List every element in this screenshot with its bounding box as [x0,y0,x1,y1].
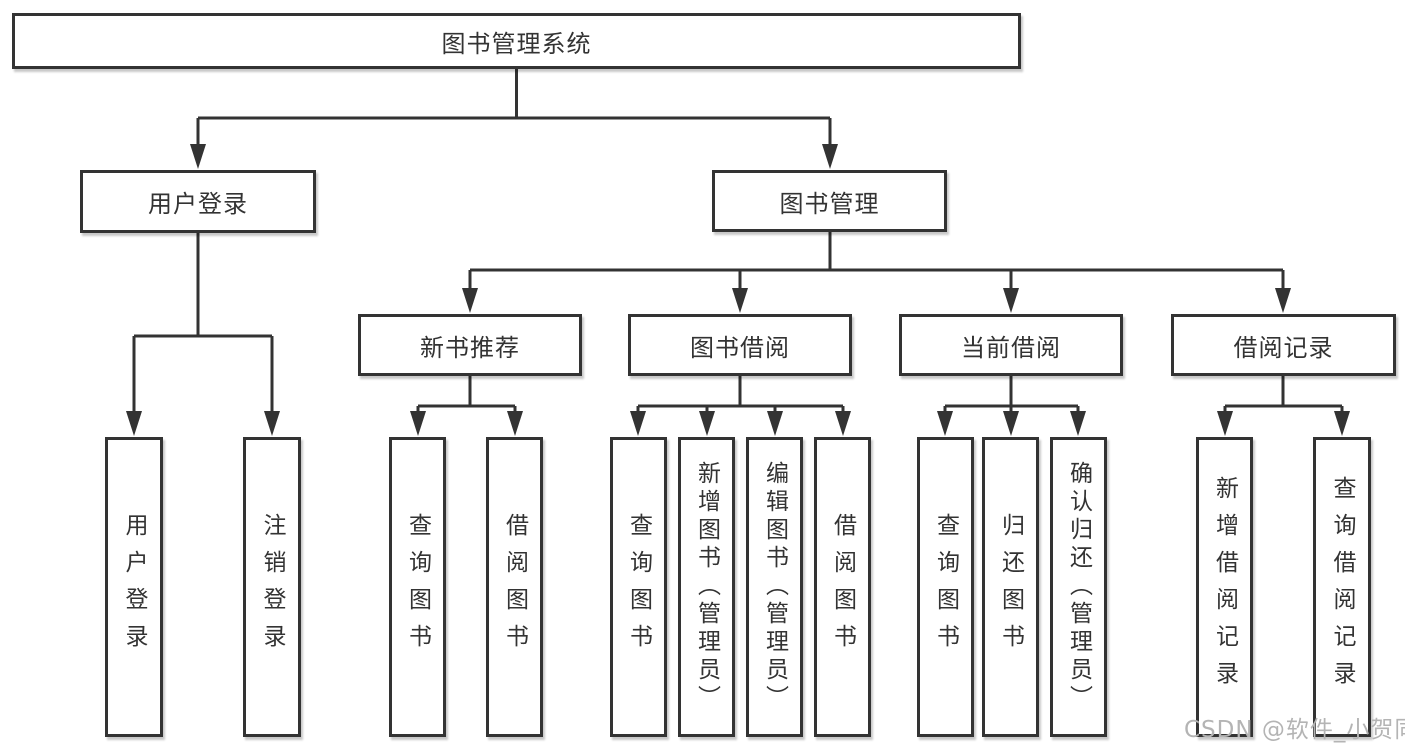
leaf-logout-login: 注销登录 [243,437,301,737]
leaf-add-books-admin: 新增图书（管理员） [678,437,735,737]
leaf-query-books: 查询图书 [917,437,974,737]
leaf-return-books: 归还图书 [982,437,1039,737]
leaf-query-borrow-record: 查询借阅记录 [1313,437,1371,737]
node-borrow-records: 借阅记录 [1171,314,1396,376]
leaf-confirm-return-admin: 确认归还（管理员） [1050,437,1107,737]
node-root: 图书管理系统 [12,13,1021,69]
node-user-login-branch: 用户登录 [80,170,316,233]
node-current-borrow: 当前借阅 [899,314,1123,376]
leaf-edit-books-admin: 编辑图书（管理员） [746,437,803,737]
node-book-management-branch: 图书管理 [712,170,947,232]
leaf-query-books: 查询图书 [610,437,667,737]
watermark: CSDN @软件_小贺同学 [1184,717,1405,743]
node-book-borrow: 图书借阅 [628,314,852,376]
leaf-borrow-books: 借阅图书 [814,437,871,737]
leaf-borrow-books: 借阅图书 [486,437,543,737]
leaf-query-books: 查询图书 [389,437,446,737]
leaf-user-login: 用户登录 [105,437,163,737]
leaf-add-borrow-record: 新增借阅记录 [1196,437,1253,737]
node-new-book-recommend: 新书推荐 [358,314,582,376]
